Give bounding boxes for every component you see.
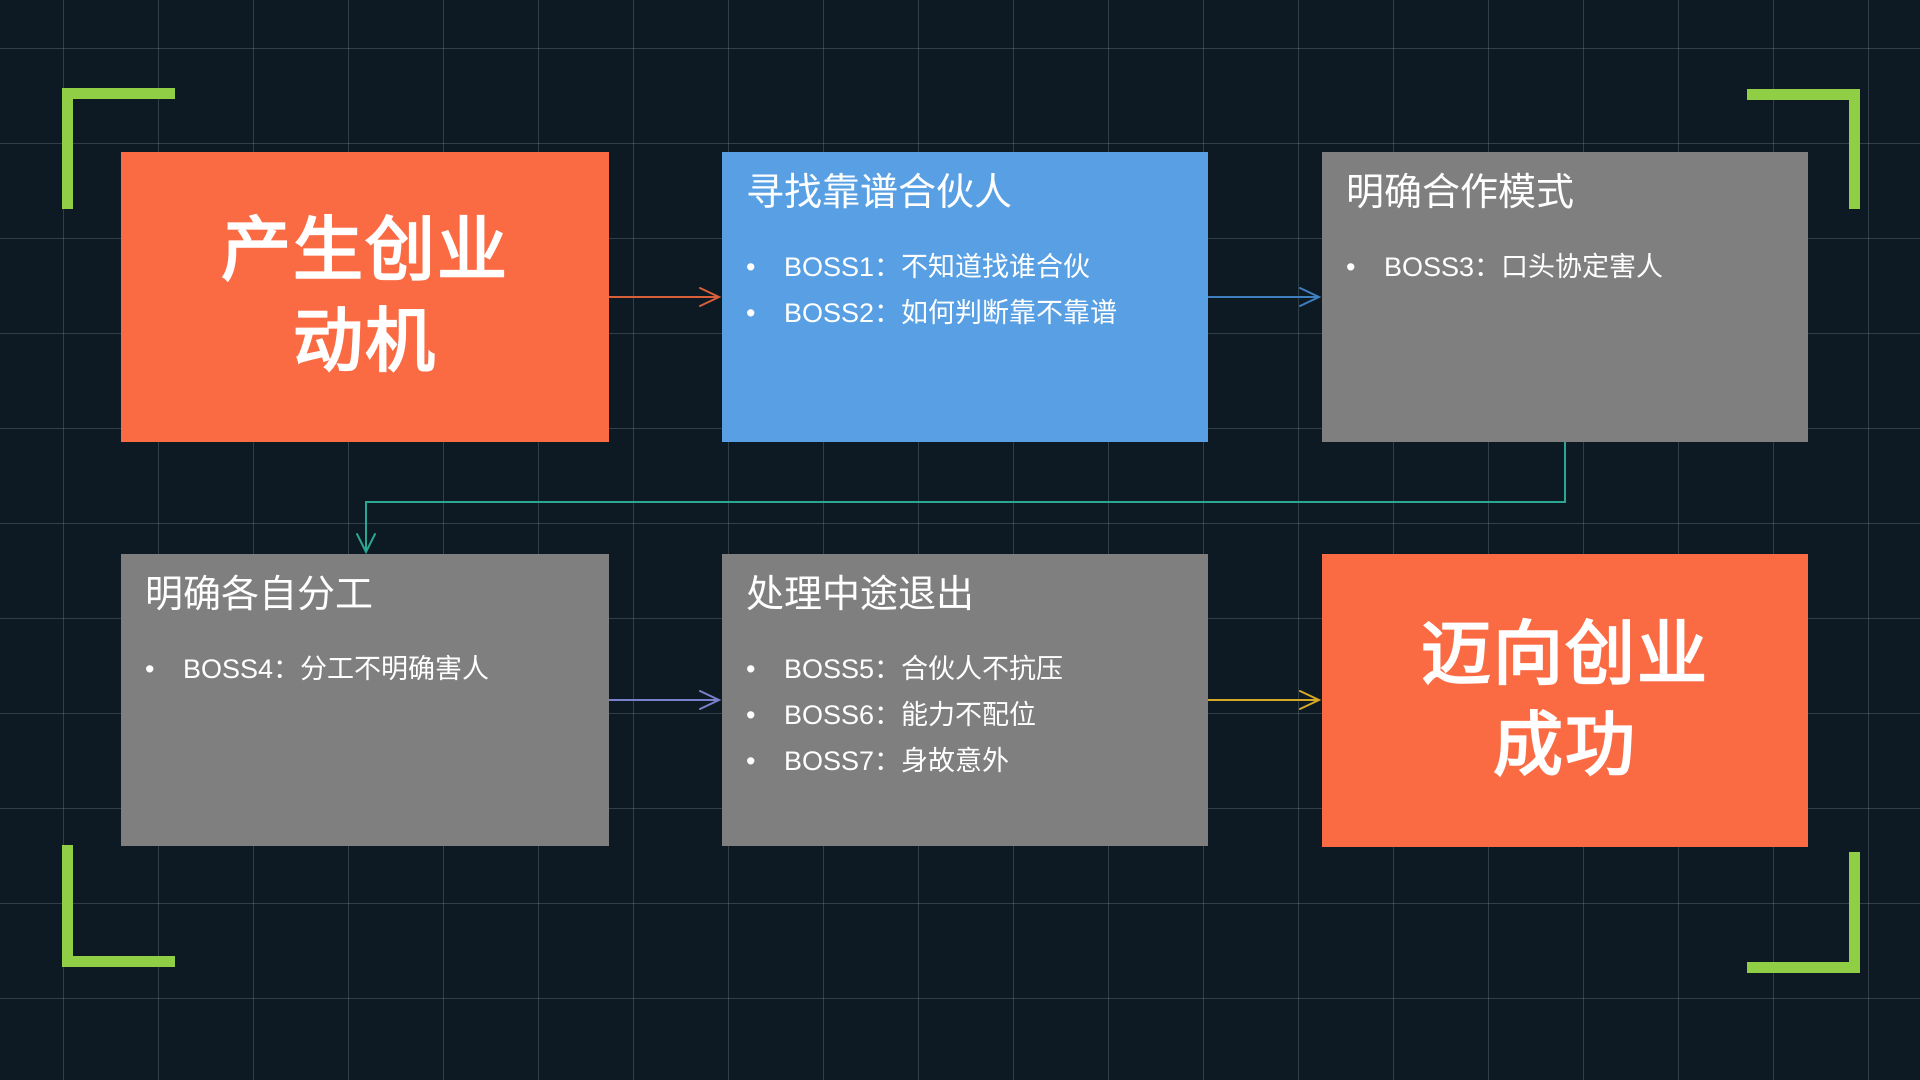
bullet-item: • BOSS5：合伙人不抗压 [746, 646, 1186, 692]
success-title-line1: 迈向创业 [1421, 616, 1709, 694]
cooperation-title: 明确合作模式 [1346, 172, 1575, 214]
arrow-exit-to-success [1207, 690, 1322, 710]
bullet-text: BOSS2：如何判断靠不靠谱 [784, 297, 1118, 328]
exit-title: 处理中途退出 [746, 574, 975, 616]
bullet-item: • BOSS2：如何判断靠不靠谱 [746, 290, 1186, 336]
bullet-item: • BOSS7：身故意外 [746, 738, 1186, 784]
bullet-text: BOSS1：不知道找谁合伙 [784, 251, 1091, 282]
find-partner-title: 寻找靠谱合伙人 [746, 172, 1013, 214]
arrow-cooperation-to-division [356, 441, 1566, 555]
bullet-text: BOSS3：口头协定害人 [1384, 251, 1664, 282]
bullet-dot: • [746, 251, 756, 282]
cooperation-bullets: • BOSS3：口头协定害人 [1346, 244, 1786, 290]
exit-bullets: • BOSS5：合伙人不抗压 • BOSS6：能力不配位 • BOSS7：身故意… [746, 646, 1186, 784]
motivation-title-line1: 产生创业 [221, 213, 509, 290]
corner-bracket-bottom-left-icon [62, 845, 175, 967]
corner-bracket-bottom-right-icon [1747, 852, 1860, 973]
bullet-text: BOSS4：分工不明确害人 [183, 653, 490, 684]
arrow-division-to-exit [608, 690, 722, 710]
flow-box-success: 迈向创业 成功 [1322, 554, 1808, 847]
bullet-dot: • [746, 745, 756, 776]
corner-bracket-top-right-icon [1747, 89, 1860, 209]
bullet-item: • BOSS1：不知道找谁合伙 [746, 244, 1186, 290]
bullet-item: • BOSS4：分工不明确害人 [145, 646, 587, 692]
bullet-item: • BOSS6：能力不配位 [746, 692, 1186, 738]
success-title-line2: 成功 [1493, 707, 1637, 785]
bullet-dot: • [746, 653, 756, 684]
flow-box-find-partner: 寻找靠谱合伙人 • BOSS1：不知道找谁合伙 • BOSS2：如何判断靠不靠谱 [722, 152, 1208, 442]
bullet-text: BOSS6：能力不配位 [784, 699, 1037, 730]
corner-bracket-top-left-icon [62, 88, 175, 209]
arrow-find-partner-to-cooperation [1207, 287, 1322, 307]
bullet-text: BOSS5：合伙人不抗压 [784, 653, 1064, 684]
motivation-title-line2: 动机 [293, 304, 437, 381]
flow-box-exit: 处理中途退出 • BOSS5：合伙人不抗压 • BOSS6：能力不配位 • BO… [722, 554, 1208, 846]
bullet-text: BOSS7：身故意外 [784, 745, 1010, 776]
division-title: 明确各自分工 [145, 574, 374, 616]
bullet-dot: • [1346, 251, 1356, 282]
bullet-dot: • [746, 297, 756, 328]
flow-box-motivation: 产生创业 动机 [121, 152, 609, 442]
find-partner-bullets: • BOSS1：不知道找谁合伙 • BOSS2：如何判断靠不靠谱 [746, 244, 1186, 336]
division-bullets: • BOSS4：分工不明确害人 [145, 646, 587, 692]
arrow-motivation-to-find-partner [608, 287, 722, 307]
bullet-dot: • [746, 699, 756, 730]
flow-box-division: 明确各自分工 • BOSS4：分工不明确害人 [121, 554, 609, 846]
bullet-dot: • [145, 653, 155, 684]
flow-box-cooperation: 明确合作模式 • BOSS3：口头协定害人 [1322, 152, 1808, 442]
bullet-item: • BOSS3：口头协定害人 [1346, 244, 1786, 290]
